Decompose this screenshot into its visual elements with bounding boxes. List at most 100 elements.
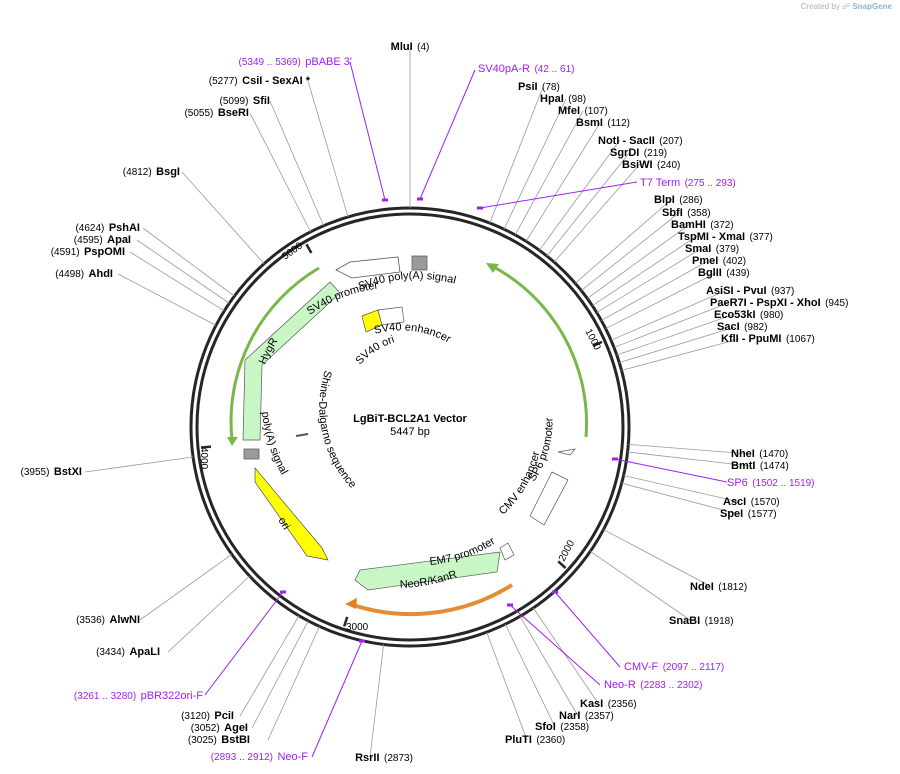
primer-labels: (5349 .. 5369) pBABE 3'SV40pA-R (42 .. 6…: [74, 56, 815, 763]
site-position: (4812): [123, 167, 152, 178]
shine-dalgarno-feature: [295, 433, 309, 437]
sp6-promoter-feature: [557, 448, 576, 456]
snapgene-credit: Created by ☍ SnapGene: [801, 2, 892, 11]
site-name: SfoI: [535, 721, 556, 733]
site-leader: [603, 529, 711, 587]
site-leader: [503, 98, 567, 230]
site-leader: [167, 575, 250, 653]
primer-leader: [479, 181, 638, 209]
site-name: NarI: [559, 710, 580, 722]
primer-marker: [507, 603, 513, 607]
site-position: (2358): [560, 722, 589, 733]
site-leader: [251, 620, 309, 729]
site-label: (3052) AgeI: [191, 718, 248, 735]
tick-3000: 3000: [346, 622, 369, 633]
site-leader: [139, 554, 233, 621]
primer-range: (42 .. 61): [534, 64, 574, 75]
site-name: KasI: [580, 698, 603, 710]
primer-marker: [612, 457, 618, 461]
tick-mark-1: [592, 340, 603, 348]
site-label: (4595) ApaI: [74, 230, 131, 247]
site-name: SacI: [717, 321, 740, 333]
site-position: (5055): [184, 108, 213, 119]
primer-range: (275 .. 293): [685, 178, 736, 189]
site-position: (112): [607, 118, 630, 129]
site-label: Eco53kI (980): [714, 305, 783, 322]
primer-marker: [477, 206, 483, 210]
primer-label: T7 Term (275 .. 293): [640, 173, 736, 190]
site-label: AsiSI - PvuI (937): [706, 281, 794, 298]
site-position: (5099): [220, 96, 249, 107]
site-position: (5277): [209, 76, 238, 87]
site-leader: [489, 86, 544, 224]
primer-leader: [554, 591, 621, 668]
site-name: BseRI: [218, 107, 249, 119]
site-name: PspOMI: [84, 246, 125, 258]
site-position: (982): [744, 322, 767, 333]
site-position: (3434): [96, 647, 125, 658]
primer-leader: [509, 604, 601, 686]
site-leader: [249, 112, 311, 233]
site-position: (3120): [181, 711, 210, 722]
tick-marks: [200, 243, 603, 627]
site-name: AhdI: [89, 268, 113, 280]
site-position: (1067): [786, 334, 815, 345]
site-name: BsiWI: [622, 159, 653, 171]
site-labels: MluI (4)PsiI (78)HpaI (98)MfeI (107)BsmI…: [21, 41, 849, 765]
site-leader: [532, 607, 599, 704]
site-position: (107): [584, 106, 607, 117]
label-shine-dalgarno: Shine-Dalgarno sequence: [316, 369, 358, 491]
site-label: BamHI (372): [671, 215, 734, 232]
site-leader-lines: [84, 50, 751, 758]
site-label: (3955) BstXI: [21, 462, 82, 479]
site-leader: [546, 151, 631, 257]
sv40-polya-feature: [411, 255, 428, 271]
site-leader: [538, 139, 621, 251]
site-name: PciI: [214, 710, 234, 722]
primer-leader: [311, 640, 363, 758]
site-leader: [613, 302, 729, 348]
site-name: ApaI: [107, 234, 131, 246]
site-name: PmeI: [692, 255, 718, 267]
site-leader: [486, 631, 528, 741]
orf-arc-bottom-arrowhead: [345, 598, 357, 609]
site-name: BstBI: [221, 734, 250, 746]
polya-feature: [243, 448, 260, 460]
primer-label: (3261 .. 3280) pBR322ori-F: [74, 686, 203, 703]
site-name: SbfI: [662, 207, 683, 219]
site-leader: [142, 227, 235, 297]
site-label: (5099) SfiI: [220, 91, 270, 108]
primer-range: (1502 .. 1519): [752, 478, 814, 489]
site-name: SmaI: [685, 243, 711, 255]
site-leader: [574, 198, 673, 284]
site-name: BglII: [698, 267, 722, 279]
site-leader: [621, 482, 739, 515]
label-polya: poly(A) signal: [259, 411, 290, 477]
site-label: RsrII (2873): [355, 748, 413, 765]
tick-mark-5: [305, 243, 313, 254]
site-position: (2360): [536, 735, 565, 746]
site-name: NotI - SacII: [598, 135, 655, 147]
site-label: (3434) ApaLI: [96, 642, 160, 659]
site-name: NdeI: [690, 581, 714, 593]
primer-leader: [349, 61, 386, 201]
orf-arc-top-right: [491, 264, 589, 438]
site-position: (377): [749, 232, 772, 243]
site-position: (980): [760, 310, 783, 321]
site-leader: [307, 80, 349, 218]
site-leader: [181, 171, 265, 265]
primer-label: SP6 (1502 .. 1519): [727, 473, 815, 490]
site-leader: [616, 314, 733, 356]
primer-label: Neo-R (2283 .. 2302): [604, 675, 703, 692]
site-name: RsrII: [355, 752, 379, 764]
site-position: (207): [659, 136, 682, 147]
site-position: (1577): [748, 509, 777, 520]
orf-arc-arrowhead: [486, 263, 499, 273]
site-name: SnaBI: [669, 615, 700, 627]
site-name: PaeR7I - PspXI - XhoI: [710, 297, 821, 309]
site-leader: [136, 239, 230, 304]
site-position: (286): [679, 195, 702, 206]
site-label: SbfI (358): [662, 203, 711, 220]
site-leader: [267, 626, 320, 741]
primer-range: (2893 .. 2912): [211, 752, 273, 763]
